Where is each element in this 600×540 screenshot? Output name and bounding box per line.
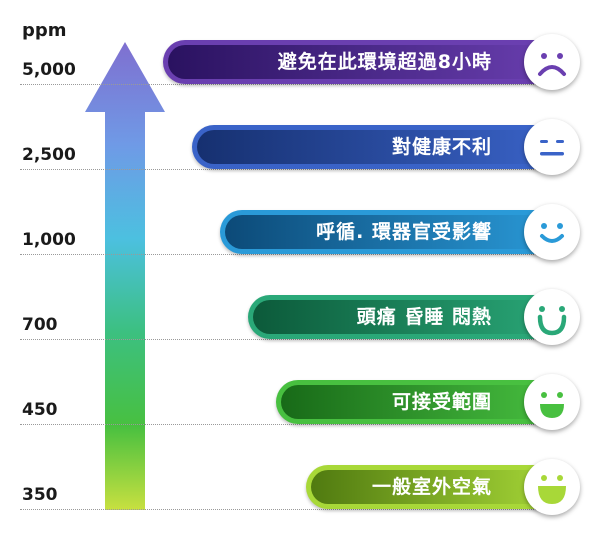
level-description: 避免在此環境超過8小時 <box>277 51 492 73</box>
level-bar-fill <box>168 45 560 79</box>
neutral-face-icon <box>524 119 580 175</box>
level-description: 可接受範圍 <box>391 391 492 413</box>
arrow-shape <box>85 42 165 510</box>
level-bar: 對健康不利 <box>192 125 560 169</box>
dotted-level-line <box>20 169 540 170</box>
level-bar-fill <box>311 470 560 504</box>
ppm-level-label: 350 <box>22 485 58 505</box>
ppm-level-label: 1,000 <box>22 230 76 250</box>
level-bar: 避免在此環境超過8小時 <box>163 40 560 84</box>
level-bar: 頭痛 昏睡 悶熱 <box>248 295 560 339</box>
unit-label: ppm <box>22 20 67 41</box>
ppm-level-label: 2,500 <box>22 145 76 165</box>
level-bar: 一般室外空氣 <box>306 465 560 509</box>
level-bar: 呼循. 環器官受影響 <box>220 210 560 254</box>
smile-face-icon <box>524 289 580 345</box>
ppm-level-label: 450 <box>22 400 58 420</box>
ppm-level-label: 700 <box>22 315 58 335</box>
dotted-level-line <box>20 509 540 510</box>
dotted-level-line <box>20 424 540 425</box>
happy-face-icon <box>524 374 580 430</box>
dotted-level-line <box>20 339 540 340</box>
level-description: 對健康不利 <box>391 136 492 158</box>
level-bar-fill <box>225 215 560 249</box>
level-bar-fill <box>253 300 560 334</box>
dotted-level-line <box>20 84 540 85</box>
very-happy-face-icon <box>524 459 580 515</box>
ppm-level-label: 5,000 <box>22 60 76 80</box>
level-bar: 可接受範圍 <box>276 380 560 424</box>
level-description: 呼循. 環器官受影響 <box>316 221 492 243</box>
level-bar-fill <box>197 130 560 164</box>
level-description: 一般室外空氣 <box>371 476 492 498</box>
level-description: 頭痛 昏睡 悶熱 <box>356 306 492 328</box>
dotted-level-line <box>20 254 540 255</box>
slight-smile-face-icon <box>524 204 580 260</box>
sad-face-icon <box>524 34 580 90</box>
level-bar-fill <box>281 385 560 419</box>
